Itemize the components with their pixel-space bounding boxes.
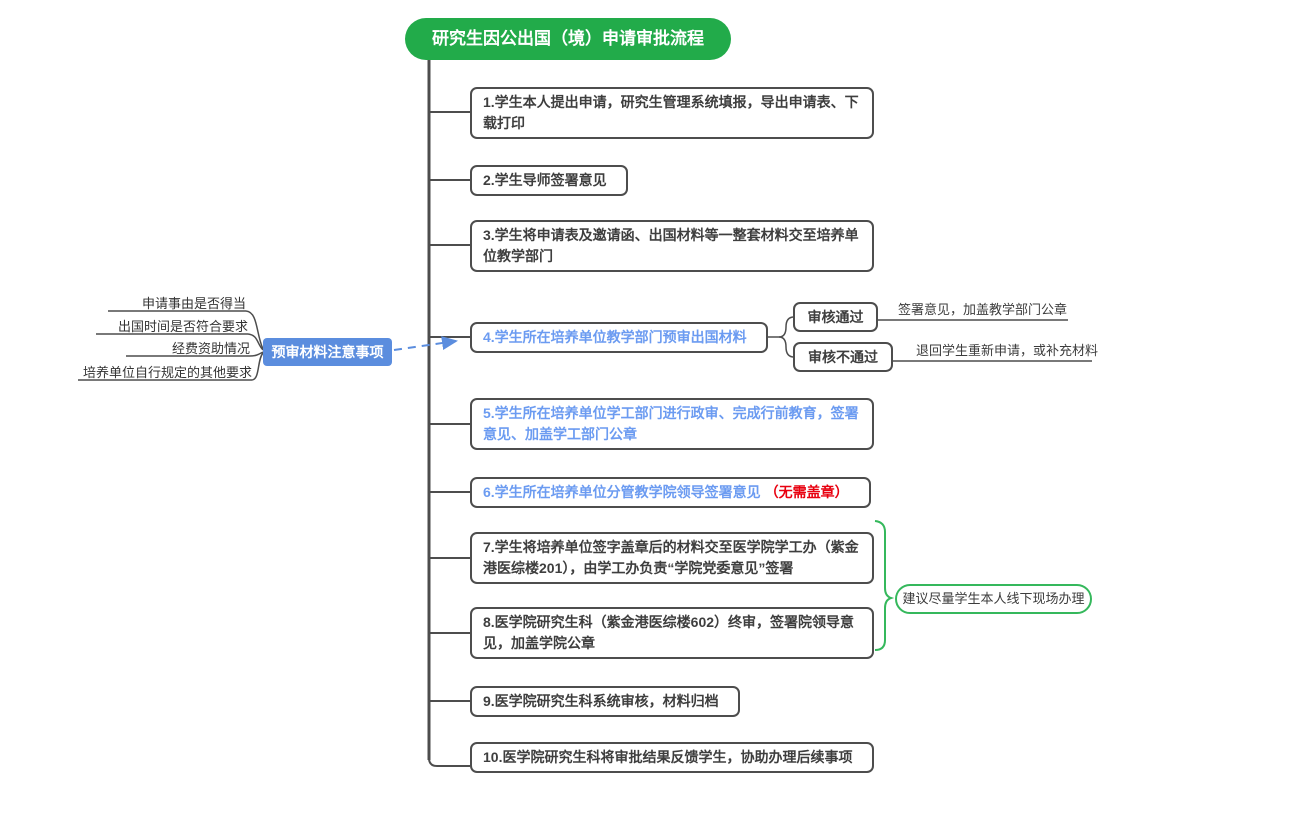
step-6-text: 6.学生所在培养单位分管教学院领导签署意见 <box>483 484 765 500</box>
precheck-item-2[interactable]: 出国时间是否符合要求 <box>117 319 248 334</box>
curve-connector <box>247 333 264 351</box>
curly-brace <box>874 520 895 651</box>
step-node-6[interactable]: 6.学生所在培养单位分管教学院领导签署意见 （无需盖章） <box>470 477 871 508</box>
branch-line <box>428 757 470 767</box>
step-node-8[interactable]: 8.医学院研究生科（紫金港医综楼602）终审，签署院领导意见，加盖学院公章 <box>470 607 874 659</box>
step-node-9[interactable]: 9.医学院研究生科系统审核，材料归档 <box>470 686 740 717</box>
curve-connector <box>249 351 264 357</box>
dashed-arrow <box>393 336 458 351</box>
step-node-1[interactable]: 1.学生本人提出申请，研究生管理系统填报，导出申请表、下载打印 <box>470 87 874 139</box>
curve-connector <box>251 352 264 381</box>
step-node-7[interactable]: 7.学生将培养单位签字盖章后的材料交至医学院学工办（紫金港医综楼201），由学工… <box>470 532 874 584</box>
step-node-4[interactable]: 4.学生所在培养单位教学部门预审出国材料 <box>470 322 768 353</box>
precheck-item-3[interactable]: 经费资助情况 <box>171 341 250 356</box>
review-fail-node[interactable]: 审核不通过 <box>793 342 893 372</box>
title-node[interactable]: 研究生因公出国（境）申请审批流程 <box>405 18 731 60</box>
step-node-2[interactable]: 2.学生导师签署意见 <box>470 165 628 196</box>
precheck-item-4[interactable]: 培养单位自行规定的其他要求 <box>82 365 252 380</box>
precheck-label-node[interactable]: 预审材料注意事项 <box>263 338 392 366</box>
step-node-3[interactable]: 3.学生将申请表及邀请函、出国材料等一整套材料交至培养单位教学部门 <box>470 220 874 272</box>
review-pass-node[interactable]: 审核通过 <box>793 302 878 332</box>
step-node-5[interactable]: 5.学生所在培养单位学工部门进行政审、完成行前教育，签署意见、加盖学工部门公章 <box>470 398 874 450</box>
step-node-10[interactable]: 10.医学院研究生科将审批结果反馈学生，协助办理后续事项 <box>470 742 874 773</box>
suggestion-node[interactable]: 建议尽量学生本人线下现场办理 <box>895 584 1092 614</box>
no-seal-note: （无需盖章） <box>764 484 849 500</box>
precheck-item-1[interactable]: 申请事由是否得当 <box>141 296 246 311</box>
fork-connector <box>778 336 795 358</box>
review-pass-note[interactable]: 签署意见，加盖教学部门公章 <box>898 302 1068 317</box>
fork-connector <box>778 316 795 338</box>
curve-connector <box>245 310 264 350</box>
review-fail-note[interactable]: 退回学生重新申请，或补充材料 <box>916 343 1099 358</box>
